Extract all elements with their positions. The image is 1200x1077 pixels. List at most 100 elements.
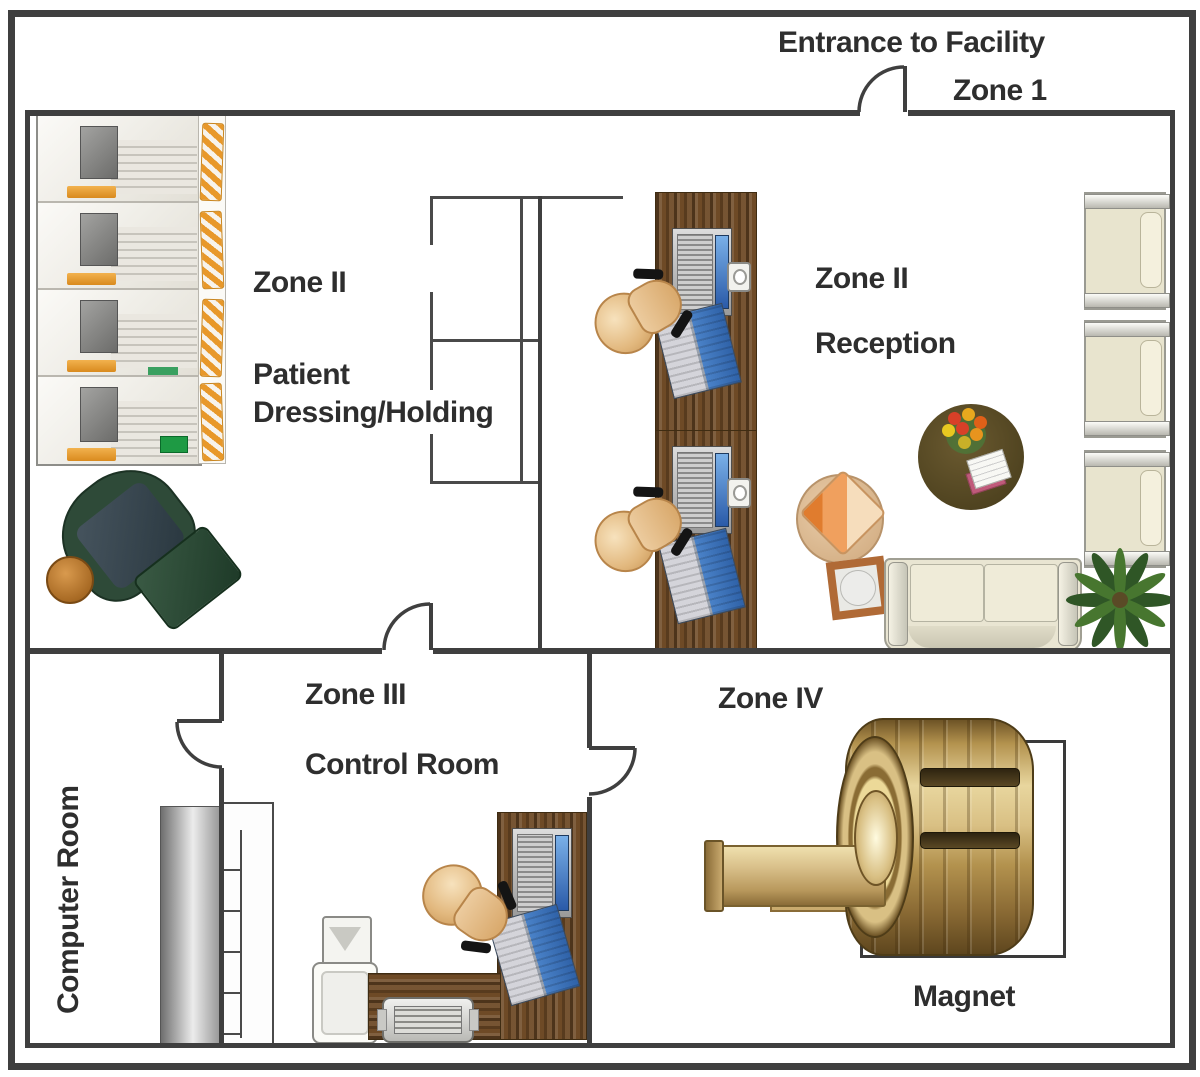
label-tag-icon (160, 436, 188, 453)
dressing-name-line2: Dressing/Holding (253, 396, 494, 429)
zone3-door-arc (382, 602, 431, 651)
round-stool (46, 556, 94, 604)
mug-icon (727, 478, 751, 508)
chair-back-pattern (329, 927, 361, 951)
sofa-cushion (984, 564, 1058, 622)
equipment-console (222, 802, 274, 1048)
chair-armrest (633, 268, 664, 280)
wall (587, 653, 592, 748)
wall (587, 797, 592, 1045)
chair-cushion (1140, 340, 1162, 416)
locker-icon (80, 213, 118, 267)
wall (219, 768, 224, 1045)
sofa-cushion (910, 564, 984, 622)
gown-icon (199, 122, 225, 202)
zone4-label: Zone IV (718, 682, 823, 715)
cubby-row (38, 290, 200, 377)
wall (433, 648, 1175, 654)
zone4-door-arc (588, 747, 637, 796)
mri-bore-opening (854, 790, 898, 886)
wall (1170, 110, 1175, 1048)
chair-cushion (1140, 470, 1162, 546)
flower-icon (948, 412, 961, 425)
flower-icon (958, 436, 971, 449)
keyboard-icon (677, 234, 713, 310)
printer-tab (469, 1009, 479, 1031)
wall (908, 110, 1175, 116)
flower-icon (942, 424, 955, 437)
chair-rail (1084, 551, 1170, 566)
wall (8, 1063, 1196, 1070)
magnet-label: Magnet (913, 980, 1016, 1013)
wall (25, 648, 382, 654)
sofa (884, 558, 1082, 652)
magnet-slot (920, 768, 1020, 787)
wall (430, 481, 541, 484)
wall (430, 196, 623, 199)
mug-handle (733, 269, 747, 285)
door-panel (429, 603, 433, 650)
palm-plant-icon (1066, 548, 1174, 652)
label-tag-icon (148, 367, 178, 375)
reception-name: Reception (815, 327, 956, 360)
flower-icon (970, 428, 983, 441)
keyboard-icon (677, 452, 713, 528)
bench-slats-icon (110, 313, 197, 369)
mug-handle (733, 485, 747, 501)
table-top (837, 567, 879, 609)
cubby-row (38, 116, 200, 203)
patient-table-end (704, 840, 724, 912)
gown-icon (199, 298, 225, 378)
wall (25, 110, 860, 116)
flower-icon (974, 416, 987, 429)
bench-slats-icon (110, 139, 197, 195)
keyboard-icon (517, 834, 553, 912)
door-panel (589, 746, 635, 750)
chair-rail (1084, 322, 1170, 337)
door-panel (903, 66, 907, 112)
wall (25, 1043, 1175, 1048)
chair-armrest (633, 486, 664, 498)
belongings-icon (67, 185, 116, 198)
control-room-name: Control Room (305, 748, 499, 781)
belongings-icon (67, 448, 116, 461)
gown-rack (198, 114, 226, 464)
waiting-armchair (1084, 192, 1170, 310)
zone1-label: Zone 1 (953, 74, 1047, 107)
side-table (825, 555, 891, 621)
sofa-front (908, 626, 1056, 648)
computer-room-label: Computer Room (52, 785, 85, 1015)
chair-rail (1084, 293, 1170, 308)
dressing-cubbies (36, 114, 202, 466)
wall (219, 653, 224, 721)
zone2-dressing-label: Zone II (253, 266, 347, 299)
zone3-label: Zone III (305, 678, 407, 711)
console-segments (224, 830, 242, 1038)
wall (430, 196, 433, 245)
seat-cushion (321, 971, 369, 1035)
waiting-armchair (1084, 320, 1170, 438)
locker-icon (80, 387, 118, 442)
printer-tab (377, 1009, 387, 1031)
dressing-name-line1: Patient (253, 358, 350, 391)
locker-icon (80, 300, 118, 354)
flower-icon (956, 422, 969, 435)
computer-room-door-arc (175, 721, 223, 769)
belongings-icon (67, 272, 116, 285)
wall (8, 10, 1196, 17)
gown-icon (199, 382, 225, 462)
computer-rack (160, 806, 220, 1048)
wall (25, 110, 30, 1048)
corner-armchair (796, 468, 887, 564)
chair-rail (1084, 194, 1170, 209)
chair-rail (1084, 421, 1170, 436)
entrance-label: Entrance to Facility (778, 26, 1045, 59)
entrance-door-arc (857, 65, 905, 113)
belongings-icon (67, 359, 116, 372)
coffee-table (918, 404, 1024, 510)
door-panel (177, 719, 222, 723)
cubby-row (38, 377, 200, 464)
mug-icon (727, 262, 751, 292)
flower-icon (962, 408, 975, 421)
